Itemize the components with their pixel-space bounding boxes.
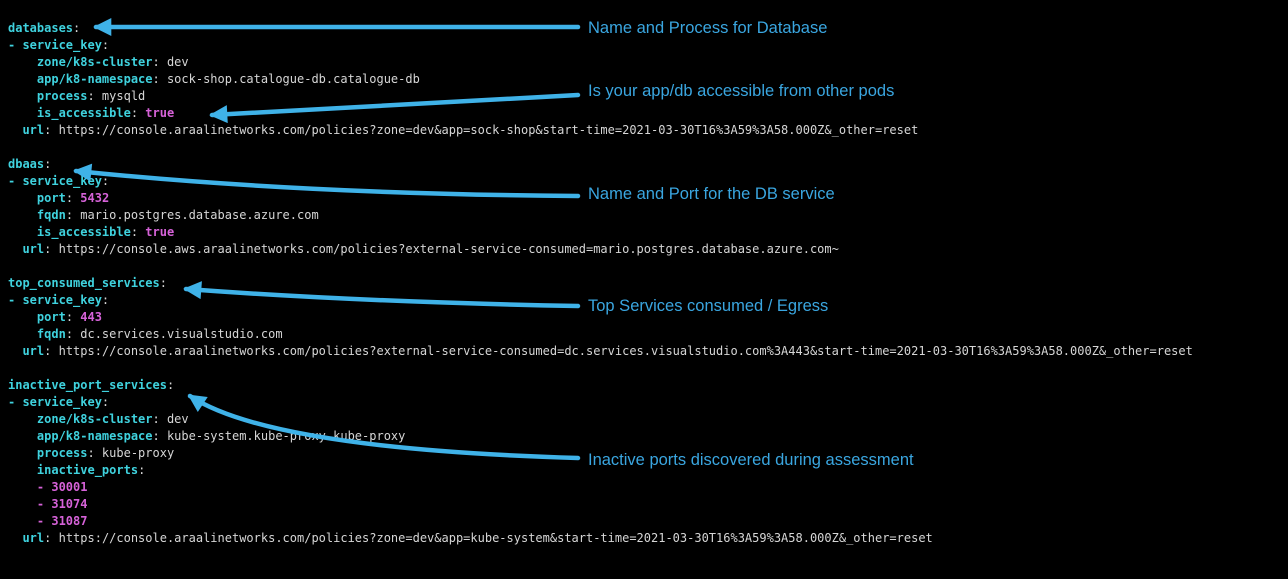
terminal-line: zone/k8s-cluster: dev bbox=[36, 55, 189, 69]
terminal-line: url: https://console.araalinetworks.com/… bbox=[22, 531, 933, 545]
terminal-line: url: https://console.araalinetworks.com/… bbox=[22, 344, 1193, 358]
terminal-line: is_accessible: true bbox=[36, 225, 175, 239]
terminal-line: process: kube-proxy bbox=[36, 446, 175, 460]
terminal-line: - service_key: bbox=[8, 38, 110, 52]
terminal-line bbox=[8, 360, 1193, 377]
terminal-line: inactive_ports: bbox=[36, 463, 146, 477]
terminal-line: fqdn: mario.postgres.database.azure.com bbox=[36, 208, 319, 222]
terminal-line: top_consumed_services: bbox=[8, 276, 167, 290]
yaml-output: databases: - service_key: zone/k8s-cluste… bbox=[8, 20, 1193, 547]
terminal-line: - 31074 bbox=[36, 497, 88, 511]
annotation-label-top-consumed: Top Services consumed / Egress bbox=[588, 297, 829, 315]
terminal-line bbox=[8, 258, 1193, 275]
terminal-line: app/k8-namespace: kube-system.kube-proxy… bbox=[36, 429, 406, 443]
terminal-line: - 31087 bbox=[36, 514, 88, 528]
terminal-line: databases: bbox=[8, 21, 81, 35]
annotation-label-accessible: Is your app/db accessible from other pod… bbox=[588, 82, 895, 100]
terminal-line: zone/k8s-cluster: dev bbox=[36, 412, 189, 426]
terminal-line: - service_key: bbox=[8, 293, 110, 307]
terminal-line: is_accessible: true bbox=[36, 106, 175, 120]
terminal-line: dbaas: bbox=[8, 157, 52, 171]
annotation-label-inactive-ports: Inactive ports discovered during assessm… bbox=[588, 451, 914, 469]
annotation-label-dbaas: Name and Port for the DB service bbox=[588, 185, 835, 203]
terminal-line: - 30001 bbox=[36, 480, 88, 494]
terminal-line: fqdn: dc.services.visualstudio.com bbox=[36, 327, 283, 341]
terminal-line: app/k8-namespace: sock-shop.catalogue-db… bbox=[36, 72, 420, 86]
terminal-line: port: 443 bbox=[36, 310, 102, 324]
terminal-line: process: mysqld bbox=[36, 89, 146, 103]
terminal-line: inactive_port_services: bbox=[8, 378, 175, 392]
terminal-line: url: https://console.aws.araalinetworks.… bbox=[22, 242, 839, 256]
terminal-line: url: https://console.araalinetworks.com/… bbox=[22, 123, 919, 137]
terminal-line bbox=[8, 139, 1193, 156]
annotation-label-databases: Name and Process for Database bbox=[588, 19, 828, 37]
terminal-line: - service_key: bbox=[8, 395, 110, 409]
